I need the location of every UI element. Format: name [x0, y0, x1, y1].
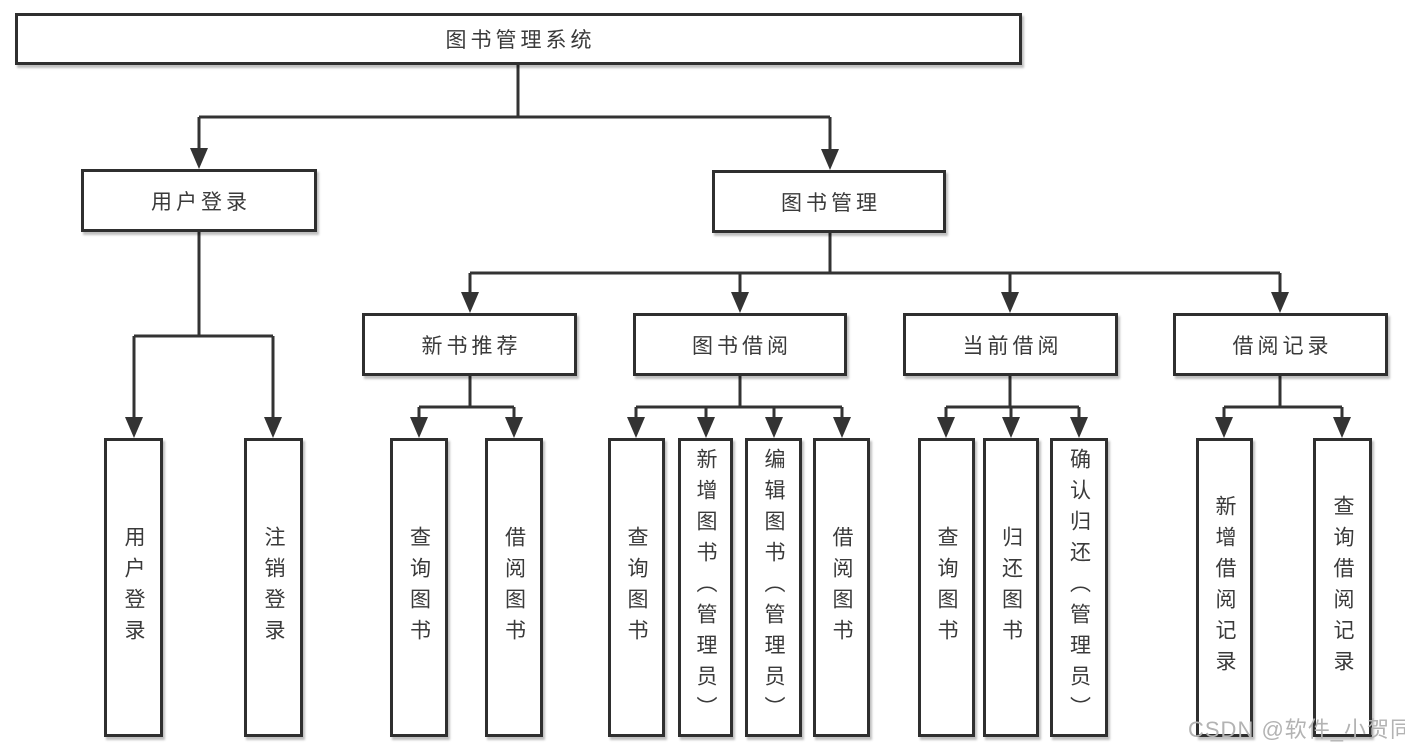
arrow-icon — [765, 417, 783, 438]
connector-book-borrow — [634, 376, 844, 420]
node-user-login: 用户登录 — [81, 169, 317, 232]
leaf-query-borrow-record: 查询借阅记录 — [1313, 438, 1372, 737]
connector-user-login — [132, 232, 275, 420]
arrow-icon — [937, 417, 955, 438]
arrow-icon — [505, 417, 523, 438]
connector-book-mgmt — [468, 233, 1282, 295]
arrow-icon — [731, 292, 749, 313]
node-borrowing-records: 借阅记录 — [1173, 313, 1388, 376]
arrow-icon — [1001, 292, 1019, 313]
leaf-edit-book-admin: 编辑图书（管理员） — [745, 438, 802, 737]
node-new-book-recommend: 新书推荐 — [362, 313, 577, 376]
node-book-borrowing: 图书借阅 — [633, 313, 847, 376]
arrow-icon — [190, 148, 208, 169]
connector-borrow-records — [1222, 376, 1344, 420]
leaf-query-book-borrowing: 查询图书 — [608, 438, 665, 737]
node-system-root: 图书管理系统 — [15, 13, 1022, 65]
arrow-icon — [627, 417, 645, 438]
arrow-icon — [697, 417, 715, 438]
leaf-confirm-return-admin: 确认归还（管理员） — [1050, 438, 1108, 737]
arrow-icon — [1271, 292, 1289, 313]
leaf-add-book-admin: 新增图书（管理员） — [678, 438, 733, 737]
arrow-icon — [1070, 417, 1088, 438]
leaf-borrow-book: 借阅图书 — [813, 438, 870, 737]
arrow-icon — [1002, 417, 1020, 438]
arrow-icon — [833, 417, 851, 438]
arrow-icon — [1215, 417, 1233, 438]
leaf-return-book: 归还图书 — [983, 438, 1039, 737]
csdn-watermark: CSDN @软件_小贺同学 — [1188, 717, 1405, 742]
arrow-icon — [1333, 417, 1351, 438]
arrow-icon — [125, 417, 143, 438]
leaf-query-book-current: 查询图书 — [918, 438, 975, 737]
leaf-add-borrow-record: 新增借阅记录 — [1196, 438, 1253, 737]
connector-new-book-rec — [417, 376, 516, 420]
connector-current-borrow — [944, 376, 1081, 420]
node-book-management: 图书管理 — [712, 170, 946, 233]
connector-root — [197, 65, 832, 152]
node-current-borrowing: 当前借阅 — [903, 313, 1118, 376]
leaf-query-book-recommend: 查询图书 — [390, 438, 448, 737]
arrow-icon — [264, 417, 282, 438]
leaf-logout: 注销登录 — [244, 438, 303, 737]
leaf-user-login: 用户登录 — [104, 438, 163, 737]
arrow-icon — [410, 417, 428, 438]
arrow-icon — [461, 292, 479, 313]
arrow-icon — [821, 149, 839, 170]
leaf-borrow-book-recommend: 借阅图书 — [485, 438, 543, 737]
